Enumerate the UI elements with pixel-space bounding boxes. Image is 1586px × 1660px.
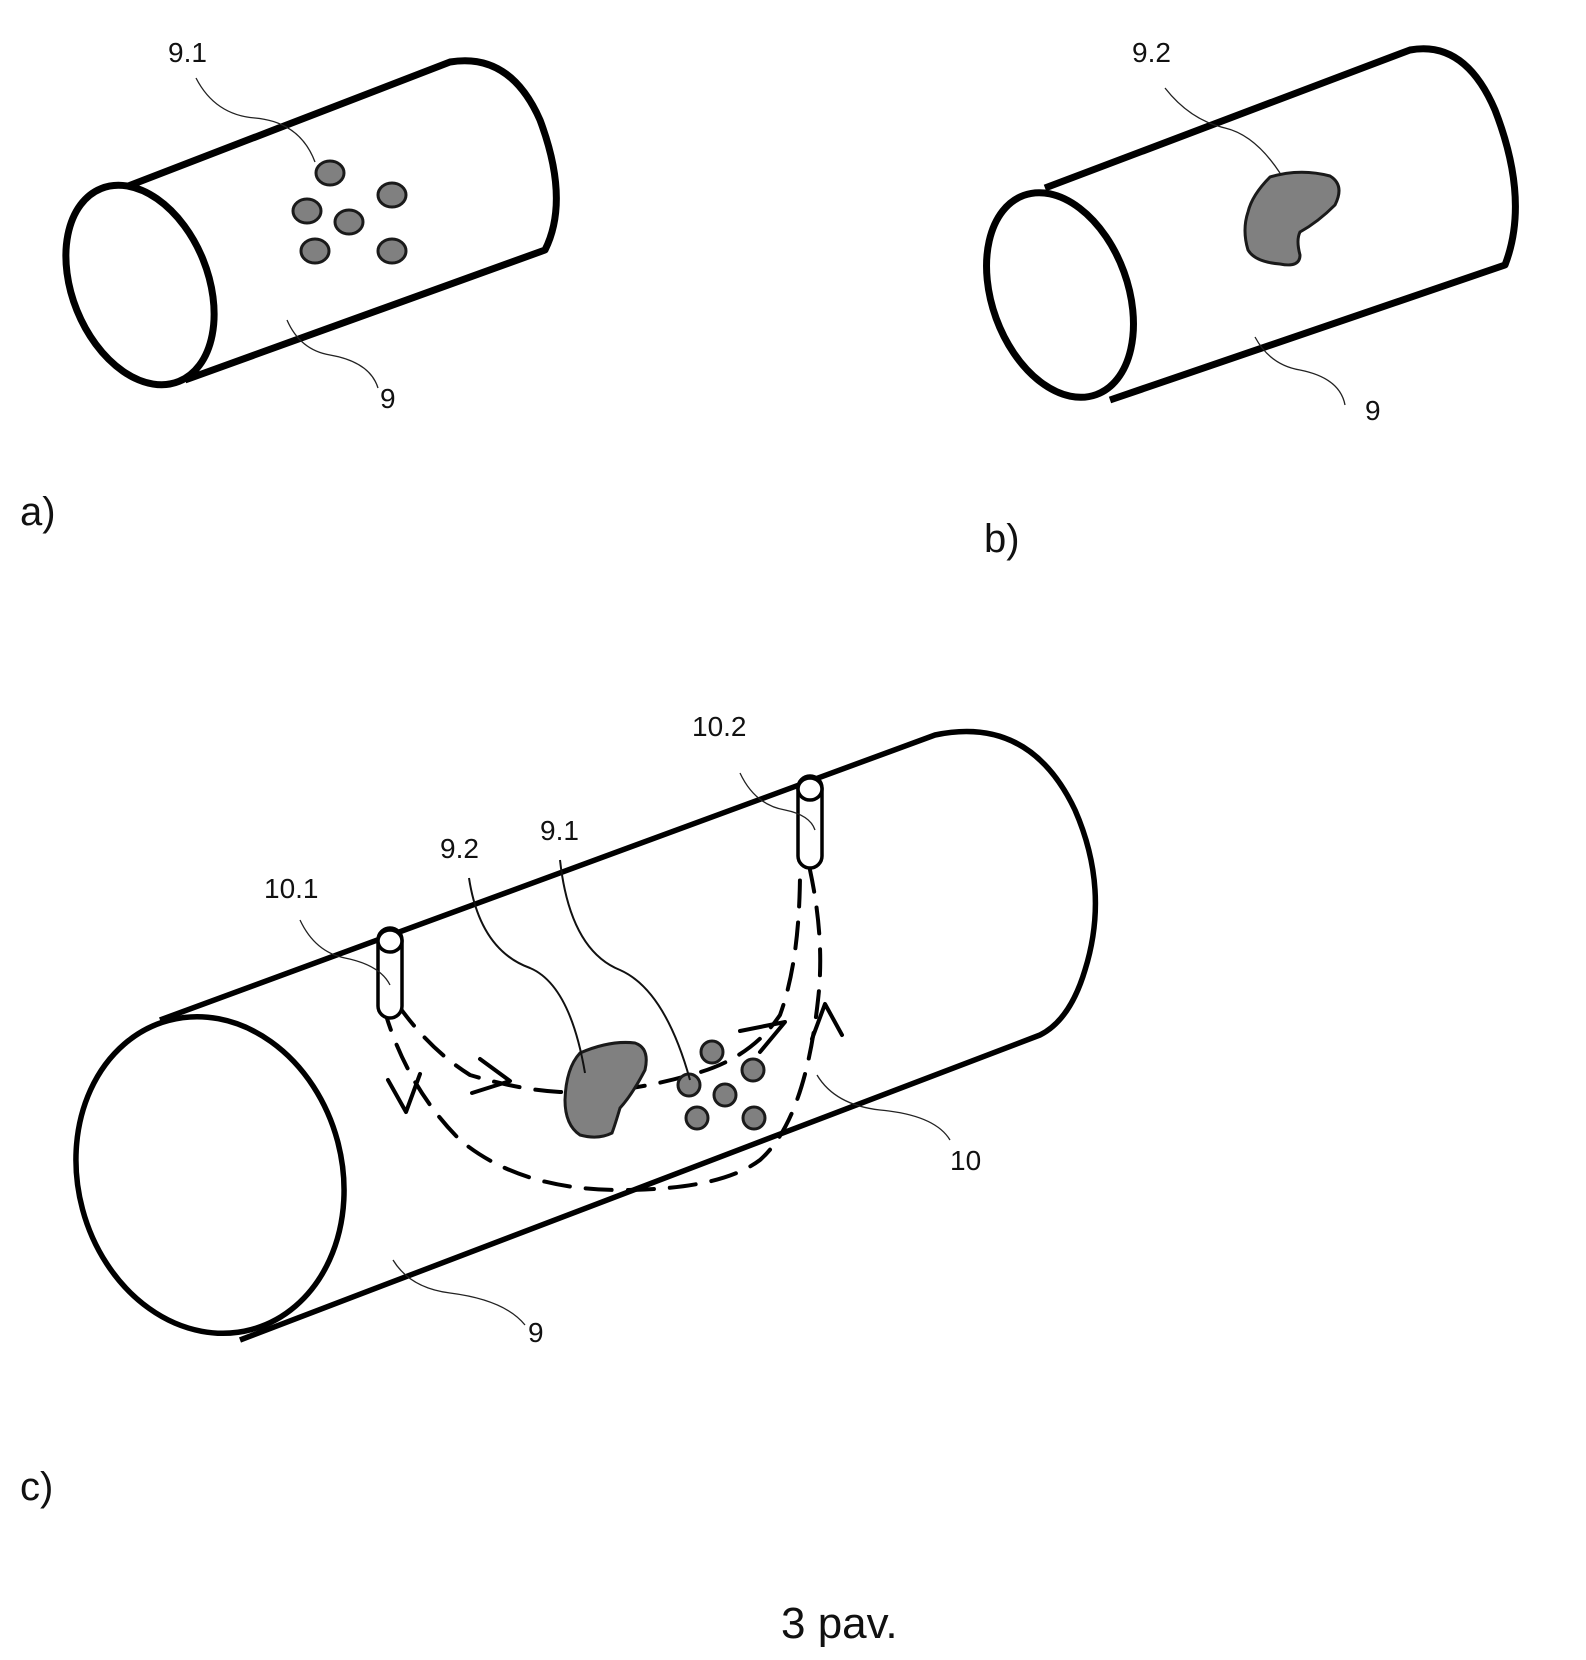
pipe-c-body <box>159 728 1099 1343</box>
pipe-b-end-cap <box>983 189 1137 401</box>
ref-label-9: 9 <box>528 1317 544 1348</box>
signal-paths <box>381 868 844 1193</box>
ref-label-9-2: 9.2 <box>1132 37 1171 68</box>
corrosion-patch-c <box>563 1041 648 1139</box>
ref-label-10-1: 10.1 <box>264 873 319 904</box>
pipe-a <box>62 57 560 389</box>
leader-9-a <box>286 319 379 389</box>
corrosion-patch-b <box>1243 170 1341 267</box>
pipe-b-body <box>1043 45 1519 404</box>
ref-label-9-1: 9.1 <box>168 37 207 68</box>
panel-c: 10.1 10.2 9.2 9.1 10 9 c) <box>20 711 1099 1509</box>
ref-label-9-1: 9.1 <box>540 815 579 846</box>
leader-10-1 <box>299 919 391 986</box>
pit-spot <box>291 197 323 225</box>
pipe-b <box>983 45 1519 404</box>
pit-spot <box>376 181 408 209</box>
arrowhead-down <box>386 1072 422 1114</box>
pipe-a-body <box>116 57 560 384</box>
pit-spot <box>712 1082 738 1108</box>
ref-label-10-2: 10.2 <box>692 711 747 742</box>
signal-path-lower <box>381 868 823 1193</box>
arrowhead-right <box>470 1057 512 1095</box>
pit-spot <box>299 237 331 265</box>
panel-label-b: b) <box>984 517 1020 561</box>
pitting-cluster-a <box>291 159 408 265</box>
ref-label-9-2: 9.2 <box>440 833 479 864</box>
leader-9-b <box>1254 336 1346 406</box>
pit-spot <box>740 1057 766 1083</box>
leader-9-c <box>392 1259 526 1326</box>
pit-spot <box>314 159 346 187</box>
sensor-10-2-top <box>796 776 824 802</box>
ref-label-9: 9 <box>1365 395 1381 426</box>
arrowhead-up-right <box>738 1020 787 1054</box>
pit-spot <box>684 1105 710 1131</box>
signal-path-upper <box>396 868 802 1095</box>
pit-spot <box>699 1039 725 1065</box>
leader-10 <box>816 1074 951 1141</box>
leader-9-2-c <box>468 877 586 1074</box>
leader-9-2-b <box>1164 87 1281 174</box>
pipe-a-end-cap <box>62 181 218 389</box>
panel-b: 9.2 9 b) <box>983 37 1519 561</box>
leader-9-1-c <box>559 859 691 1081</box>
pit-spot <box>741 1105 767 1131</box>
ref-label-10: 10 <box>950 1145 981 1176</box>
arrowhead-up <box>810 1002 844 1041</box>
sensor-10-1-top <box>376 928 404 954</box>
figure-caption: 3 pav. <box>781 1599 898 1648</box>
pit-spot <box>376 237 408 265</box>
pitting-cluster-c <box>676 1039 767 1131</box>
panel-label-a: a) <box>20 490 56 534</box>
panel-a: 9.1 9 a) <box>20 37 560 534</box>
pit-spot <box>333 208 365 236</box>
pipe-c-end-cap <box>73 1013 347 1337</box>
leader-10-2 <box>739 772 816 831</box>
leader-9-1-a <box>195 77 316 163</box>
panel-label-c: c) <box>20 1465 53 1509</box>
sensor-10-1 <box>376 926 404 1020</box>
pipe-c <box>73 728 1099 1343</box>
ref-label-9: 9 <box>380 383 396 414</box>
